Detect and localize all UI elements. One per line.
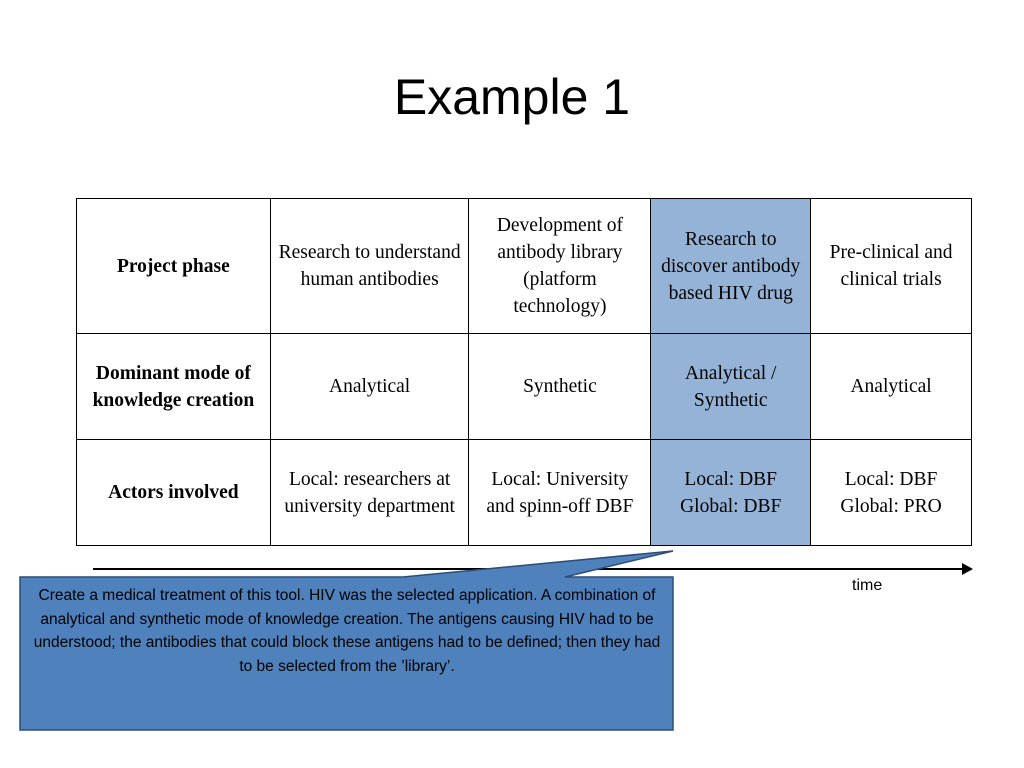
project-phase-table: Project phase Research to understand hum… (76, 198, 972, 546)
table-cell: Local: University and spinn-off DBF (468, 439, 652, 546)
table-cell: Local: DBF Global: PRO (810, 439, 972, 546)
row-header-knowledge-mode: Dominant mode of knowledge creation (76, 333, 271, 440)
table-row-project-phase: Project phase Research to understand hum… (76, 198, 972, 334)
timeline-label: time (852, 577, 883, 594)
row-header-project-phase: Project phase (76, 198, 271, 334)
table-row-actors: Actors involved Local: researchers at un… (76, 439, 972, 546)
table-row-knowledge-mode: Dominant mode of knowledge creation Anal… (76, 333, 972, 440)
table-cell-highlighted: Local: DBF Global: DBF (650, 439, 812, 546)
table-cell: Research to understand human antibodies (269, 198, 470, 334)
table-cell-highlighted: Research to discover antibody based HIV … (650, 198, 812, 334)
arrow-right-icon (962, 563, 973, 575)
table-cell: Synthetic (468, 333, 652, 440)
slide-title: Example 1 (393, 69, 631, 125)
table-cell: Local: researchers at university departm… (269, 439, 470, 546)
callout-text: Create a medical treatment of this tool.… (33, 587, 661, 675)
table-cell: Pre-clinical and clinical trials (810, 198, 972, 334)
row-header-actors: Actors involved (76, 439, 271, 546)
timeline-axis (93, 568, 963, 570)
table-cell: Development of antibody library (platfor… (468, 198, 652, 334)
table-cell: Analytical (810, 333, 972, 440)
table-cell: Analytical (269, 333, 470, 440)
table-cell-highlighted: Analytical / Synthetic (650, 333, 812, 440)
